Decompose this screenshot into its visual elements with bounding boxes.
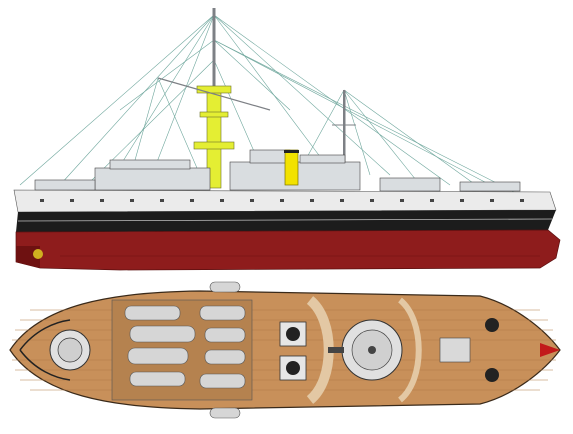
main-mast: [157, 8, 271, 189]
deck-hull-outline: [9, 290, 561, 410]
deck-strip: [397, 297, 422, 403]
lower-hull: [15, 229, 561, 271]
side-elevation-view: [13, 8, 561, 271]
portholes: [40, 199, 524, 202]
bow-fittings: [439, 318, 560, 382]
deck-vents: [279, 321, 307, 381]
upper-hull: [13, 189, 557, 213]
hull-black-band: [16, 210, 556, 232]
propeller-icon: [33, 249, 43, 259]
stern-turret: [49, 329, 91, 371]
funnel: [284, 149, 299, 186]
boat-deck: [111, 281, 253, 419]
forward-turret: [328, 319, 403, 381]
superstructure: [34, 149, 521, 192]
aft-mast: [332, 90, 356, 190]
deck-plan-view: [9, 281, 561, 419]
